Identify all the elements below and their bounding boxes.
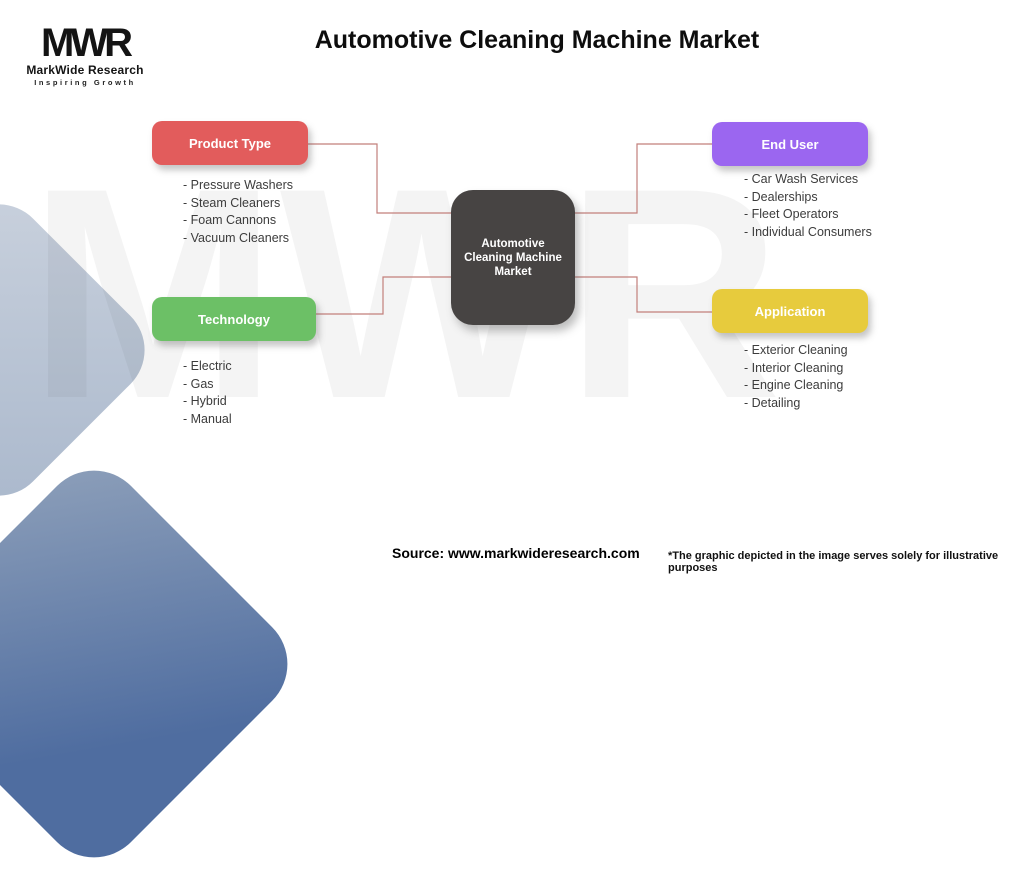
node-technology-label: Technology <box>198 311 270 327</box>
list-item: - Detailing <box>744 395 801 410</box>
list-item: - Hybrid <box>183 394 227 409</box>
list-item: - Exterior Cleaning <box>744 343 848 357</box>
list-item: - Electric <box>183 359 232 373</box>
list-item: - Pressure Washers <box>183 178 293 192</box>
markwide-research-logo: MWR MarkWide Research Inspiring Growth <box>20 21 150 87</box>
connector-lines <box>308 143 713 315</box>
source-text: Source: www.markwideresearch.com <box>392 545 640 561</box>
list-item: - Foam Cannons <box>183 213 277 228</box>
node-end-user-label: End User <box>761 136 819 152</box>
list-item: - Gas <box>183 376 214 391</box>
logo-tagline: Inspiring Growth <box>34 78 136 87</box>
product-type-items: - Pressure Washers - Steam Cleaners - Fo… <box>183 177 293 247</box>
node-product-type-label: Product Type <box>188 135 272 151</box>
node-application-label: Application <box>754 303 826 319</box>
list-item: - Vacuum Cleaners <box>183 230 290 245</box>
page-title: Automotive Cleaning Machine Market <box>314 26 760 54</box>
central-node: Automotive Cleaning Machine Market <box>451 190 575 325</box>
background-watermark: MWR <box>28 128 784 458</box>
list-item: - Manual <box>183 411 232 426</box>
list-item: - Engine Cleaning <box>744 378 844 393</box>
connector-application <box>575 276 713 313</box>
list-item: - Steam Cleaners <box>183 195 281 210</box>
technology-items: - Electric - Gas - Hybrid - Manual <box>183 358 232 428</box>
connector-technology <box>316 276 451 315</box>
disclaimer-text: *The graphic depicted in the image serve… <box>668 550 999 574</box>
node-technology: Technology <box>152 297 316 341</box>
logo-company-name: MarkWide Research <box>26 63 144 77</box>
list-item: - Fleet Operators <box>744 207 839 222</box>
central-node-label: Automotive Cleaning Machine Market <box>464 237 562 278</box>
application-items: - Exterior Cleaning - Interior Cleaning … <box>744 342 848 412</box>
logo-mwr-mark: MWR <box>41 21 133 65</box>
node-application: Application <box>712 289 868 333</box>
list-item: - Interior Cleaning <box>744 360 844 375</box>
list-item: - Dealerships <box>744 189 818 204</box>
node-product-type: Product Type <box>152 121 308 165</box>
list-item: - Individual Consumers <box>744 224 872 239</box>
connector-product-type <box>308 143 451 214</box>
connector-end-user <box>575 143 713 214</box>
list-item: - Car Wash Services <box>744 172 859 186</box>
node-end-user: End User <box>712 122 868 166</box>
end-user-items: - Car Wash Services - Dealerships - Flee… <box>744 171 872 241</box>
